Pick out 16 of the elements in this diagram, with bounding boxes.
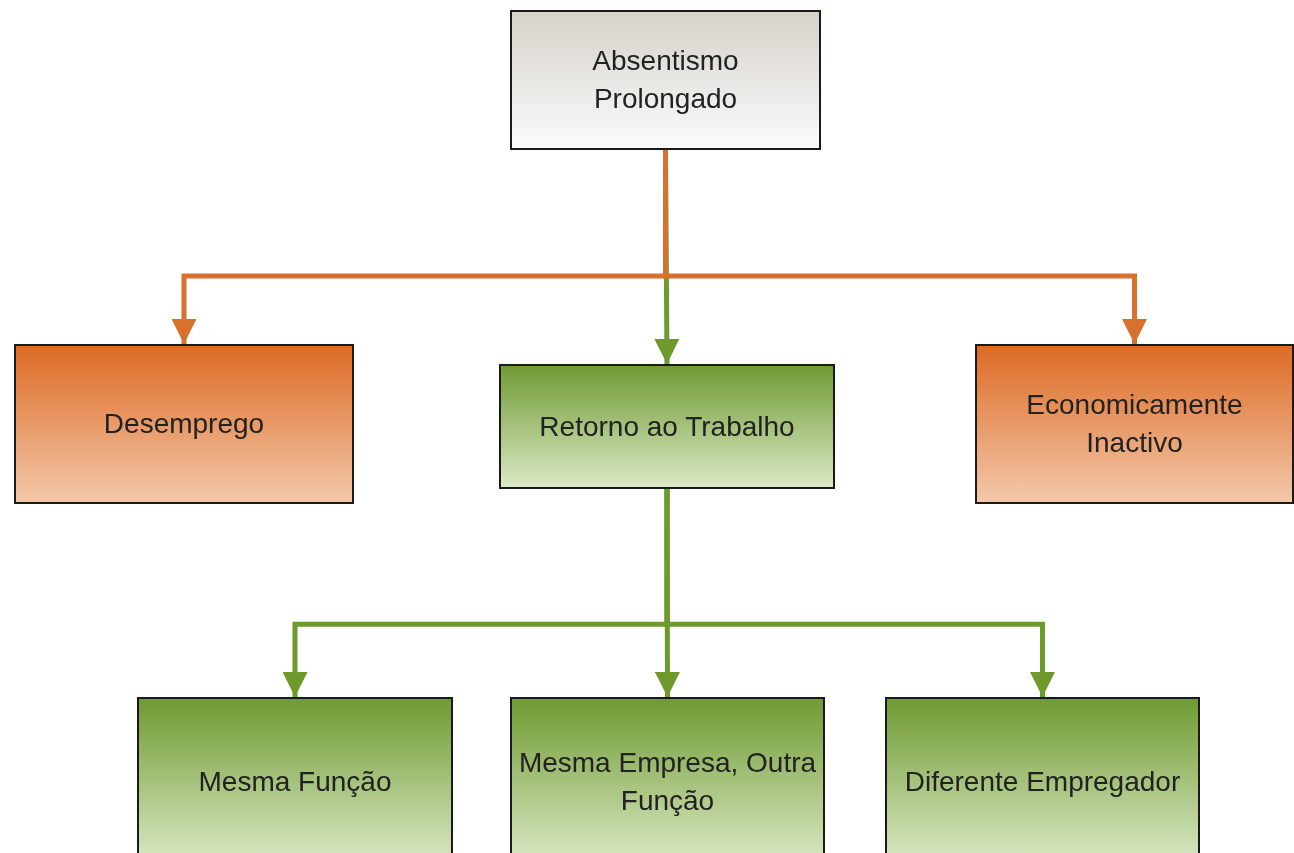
process-box (14, 344, 354, 504)
process-box (137, 697, 453, 853)
arrow (663, 150, 1147, 344)
process-box (499, 364, 835, 489)
box-label: Retorno ao Trabalho (538, 409, 796, 444)
arrow (664, 489, 1055, 697)
box-label: Diferente Empregador (903, 765, 1182, 799)
process-box (975, 344, 1294, 504)
process-box (885, 697, 1200, 853)
box-label: Mesma Função (197, 765, 393, 799)
box-label: Economicamente Inactivo (1025, 388, 1244, 460)
box-label: Desemprego (102, 407, 266, 441)
box-label: Absentismo Prolongado (591, 44, 740, 116)
process-box (510, 10, 821, 150)
box-label: Mesma Empresa, Outra Função (517, 746, 818, 818)
process-box (510, 697, 825, 853)
